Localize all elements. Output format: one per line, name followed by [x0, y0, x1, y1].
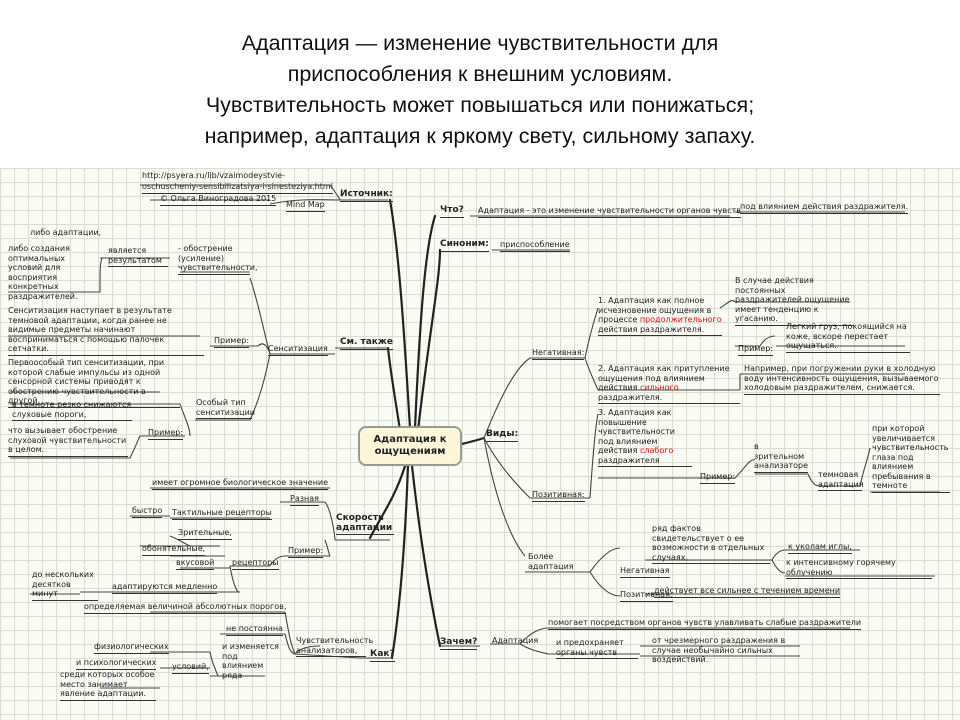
speed-olfactory: обонятельные, — [142, 544, 206, 556]
how-sens: Чувствительность анализаторов, — [296, 636, 373, 657]
types-pos-ex1: в зрительном анализаторе — [754, 442, 808, 473]
why-label[interactable]: Зачем? — [440, 637, 478, 650]
result-value: - обострение (усиление) чувствительности… — [178, 244, 257, 275]
mind-map-branches — [8, 184, 940, 689]
branch-source — [388, 198, 412, 430]
speed-fast: быстро — [132, 506, 163, 518]
source-url-2[interactable]: oschuscheniy-sensibilizatsiya-i-sinestez… — [142, 182, 333, 194]
types-pos-example: Пример: — [700, 472, 736, 484]
how-changes: и изменяется под влиянием ряда — [222, 642, 279, 680]
how-not-const: не постоянна — [226, 624, 283, 636]
branch-types — [460, 436, 486, 446]
source-url-1[interactable]: http://psyera.ru/lib/vzaimodeystvie- — [142, 171, 285, 180]
branch-speed — [368, 464, 407, 540]
sensitization-text: Сенситизация наступает в результате темн… — [8, 306, 204, 356]
less-negative: Негативная — [620, 566, 670, 578]
speed-slow: адаптируются медленно — [112, 582, 218, 594]
speed-minutes: до нескольких десятков минут — [32, 570, 98, 601]
central-topic[interactable]: Адаптация к ощущениям — [358, 426, 462, 466]
speed-meaning: имеет огромное биологическое значение — [152, 478, 329, 490]
title-line-4: например, адаптация к яркому свету, силь… — [204, 124, 756, 148]
sensitization-label: Сенситизация — [268, 344, 328, 356]
speed-receptors: рецепторы — [232, 558, 279, 570]
types-neg1: 1. Адаптация как полное исчезновение ощу… — [598, 296, 722, 336]
speed-visual: Зрительные, — [178, 528, 232, 540]
see-also-ex2: что вызывает обострение слуховой чувстви… — [8, 426, 128, 457]
why-and: и предохраняет органы чувств — [556, 638, 638, 659]
source-copyright: © Ольга Виноградова 2015 — [160, 194, 277, 206]
result-label: является результатом — [108, 246, 168, 267]
title-line-3: Чувствительность может повышаться или по… — [205, 93, 755, 117]
how-among: среди которых особое место занимает явле… — [60, 670, 156, 701]
speed-tactile: Тактильные рецепторы — [172, 508, 272, 520]
source-mindmap: Mind Map — [286, 200, 325, 212]
types-pos-ex2: темновая адаптация — [818, 470, 864, 491]
see-also-label[interactable]: См. также — [340, 337, 393, 350]
speed-taste: вкусовой — [176, 558, 215, 570]
either-adaptation: либо адаптации, — [30, 228, 102, 237]
see-also-example: Пример: — [214, 336, 250, 348]
types-neg1-ex: Легкий груз, покоящийся на коже, вскоре … — [786, 322, 910, 353]
slide-title: Адаптация — изменение чувствительности д… — [0, 28, 960, 152]
source-label[interactable]: Источник: — [340, 189, 393, 202]
how-abs: определяемая величиной абсолютных порого… — [84, 602, 287, 614]
types-pos-ex3: при которой увеличивается чувствительнос… — [872, 424, 950, 493]
less-label: Более адаптация — [528, 552, 574, 571]
how-cond: условий, — [172, 662, 209, 674]
how-psych: и психологических — [76, 658, 157, 670]
either-create: либо создания оптимальных условий для во… — [8, 244, 78, 301]
how-label[interactable]: Как? — [370, 649, 395, 662]
what-label[interactable]: Что? — [440, 205, 464, 218]
types-neg2: 2. Адаптация как притупление ощущения по… — [598, 364, 740, 404]
synonym-label[interactable]: Синоним: — [440, 239, 489, 252]
branch-what — [413, 214, 437, 430]
branch-how — [390, 464, 410, 660]
title-line-2: приспособления к внешним условиям. — [287, 62, 673, 86]
why-help: помогает посредством органов чувств улав… — [548, 618, 862, 630]
how-phys: физиологических — [94, 642, 169, 654]
title-line-1: Адаптация — изменение чувствительности д… — [241, 31, 719, 55]
why-from: от чрезмерного раздражения в случае необ… — [652, 636, 786, 664]
special-type: Особый тип сенситизации — [196, 398, 255, 419]
branch-why — [410, 464, 442, 648]
less-injections: к уколам иглы, — [788, 542, 852, 554]
what-definition: Адаптация - это изменение чувствительнос… — [478, 206, 741, 218]
types-pos3: 3. Адаптация как повышение чувствительно… — [598, 408, 692, 467]
see-also-ex1: в темноте резко снижаются слуховые порог… — [12, 400, 132, 421]
why-adapt: Адаптация — [492, 636, 539, 645]
speed-varied: Разная — [290, 494, 319, 506]
mind-map: Адаптация к ощущениям http://psyera.ru/l… — [0, 168, 960, 720]
synonym-value: приспособление — [500, 240, 570, 252]
branch-synonym — [416, 248, 442, 432]
speed-example: Пример: — [288, 546, 324, 558]
less-hot: к интенсивному горячему облучению — [786, 558, 932, 579]
special-text: Первоособый тип сенситизации, при которо… — [8, 358, 180, 408]
types-label[interactable]: Виды: — [486, 429, 519, 442]
types-negative: Негативная: — [532, 348, 585, 360]
less-positive: Позитивная: — [620, 590, 673, 602]
types-positive: Позитивная: — [532, 490, 585, 502]
special-example: Пример: — [148, 428, 184, 440]
types-neg2-ex: Например, при погружении руки в холодную… — [744, 364, 940, 395]
types-neg1-example: Пример: — [738, 344, 774, 356]
types-neg1-case: В случае действия постоянных раздражител… — [735, 276, 853, 326]
branch-see-also — [386, 346, 402, 432]
what-under: под влиянием действия раздражителя. — [740, 202, 909, 214]
less-acts: действует все сильнее с течением времени — [654, 586, 841, 598]
speed-label[interactable]: Скорость адаптации — [336, 513, 394, 535]
less-facts: ряд фактов свидетельствует о ее возможно… — [652, 524, 770, 564]
